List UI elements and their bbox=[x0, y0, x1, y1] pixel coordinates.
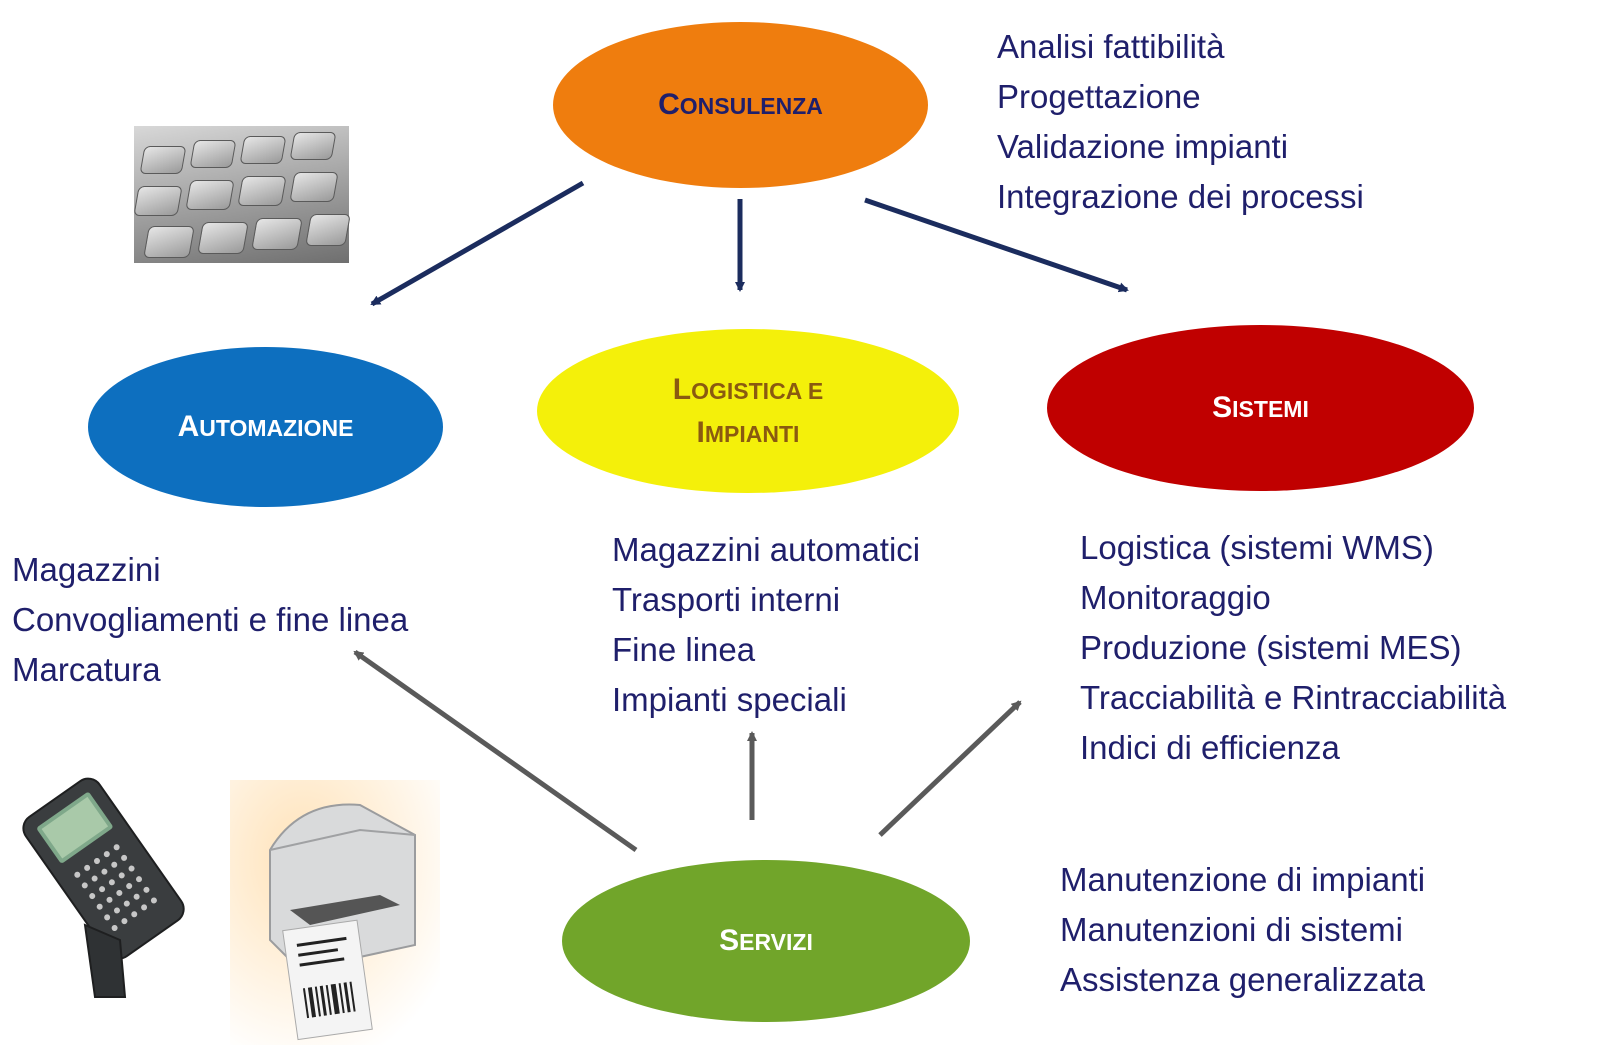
list-item: Convogliamenti e fine linea bbox=[12, 601, 409, 638]
list-automazione: Magazzini Convogliamenti e fine linea Ma… bbox=[12, 545, 408, 695]
node-automazione: AUTOMAZIONE bbox=[88, 347, 443, 507]
arrow-consulenza-to-sistemi bbox=[864, 197, 1129, 293]
keyboard-image bbox=[133, 126, 351, 263]
list-item: Validazione impianti bbox=[997, 128, 1289, 165]
list-item: Progettazione bbox=[997, 78, 1201, 115]
list-servizi: Manutenzione di impianti Manutenzioni di… bbox=[1060, 855, 1425, 1005]
barcode-scanner-image bbox=[22, 777, 185, 998]
list-item: Produzione (sistemi MES) bbox=[1080, 629, 1462, 666]
label-printer-image bbox=[230, 780, 440, 1045]
arrow-servizi-to-automazione bbox=[353, 649, 638, 853]
node-consulenza-label: CONSULENZA bbox=[658, 88, 823, 122]
node-sistemi: SISTEMI bbox=[1047, 325, 1474, 491]
list-item: Tracciabilità e Rintracciabilità bbox=[1080, 679, 1507, 716]
list-item: Analisi fattibilità bbox=[997, 28, 1225, 65]
list-consulenza: Analisi fattibilità Progettazione Valida… bbox=[997, 22, 1364, 222]
list-item: Indici di efficienza bbox=[1080, 729, 1340, 766]
node-automazione-label: AUTOMAZIONE bbox=[177, 410, 354, 444]
arrow-servizi-to-sistemi bbox=[878, 700, 1022, 837]
node-consulenza: CONSULENZA bbox=[553, 22, 928, 188]
node-logistica: LOGISTICA E IMPIANTI bbox=[537, 329, 959, 493]
list-item: Logistica (sistemi WMS) bbox=[1080, 529, 1434, 566]
list-item: Assistenza generalizzata bbox=[1060, 961, 1426, 998]
list-sistemi: Logistica (sistemi WMS) Monitoraggio Pro… bbox=[1080, 523, 1506, 773]
list-item: Magazzini automatici bbox=[612, 531, 921, 568]
list-item: Impianti speciali bbox=[612, 681, 847, 718]
list-logistica: Magazzini automatici Trasporti interni F… bbox=[612, 525, 920, 725]
arrow-consulenza-to-automazione bbox=[370, 180, 585, 307]
list-item: Manutenzioni di sistemi bbox=[1060, 911, 1403, 948]
node-servizi-label: SERVIZI bbox=[719, 924, 813, 958]
list-item: Manutenzione di impianti bbox=[1060, 861, 1426, 898]
list-item: Integrazione dei processi bbox=[997, 178, 1364, 215]
list-item: Monitoraggio bbox=[1080, 579, 1271, 616]
node-sistemi-label: SISTEMI bbox=[1212, 391, 1309, 425]
list-item: Marcatura bbox=[12, 651, 161, 688]
node-servizi: SERVIZI bbox=[562, 860, 970, 1022]
list-item: Trasporti interni bbox=[612, 581, 841, 618]
list-item: Magazzini bbox=[12, 551, 161, 588]
node-logistica-label: LOGISTICA E IMPIANTI bbox=[672, 372, 824, 450]
list-item: Fine linea bbox=[612, 631, 756, 668]
